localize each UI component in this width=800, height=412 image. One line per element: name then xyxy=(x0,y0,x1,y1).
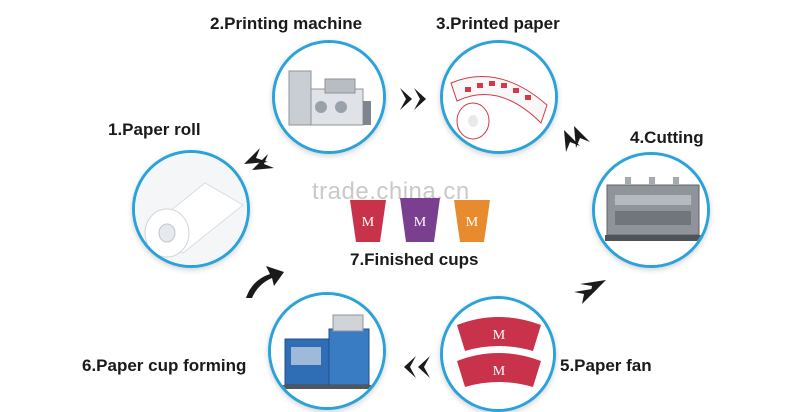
finished-cups-image: M M M xyxy=(350,198,490,242)
arrow-printing-to-printed-icon xyxy=(400,88,426,110)
arrow-printed-to-cutting-icon xyxy=(564,126,590,152)
paper-roll-image xyxy=(132,150,250,268)
label-cutting: 4.Cutting xyxy=(630,128,704,147)
label-paper-roll: 1.Paper roll xyxy=(108,120,201,139)
cup-forming-machine-image xyxy=(268,292,386,410)
arrow-cutting-to-fan-icon xyxy=(574,280,606,304)
label-paper-cup-forming: 6.Paper cup forming xyxy=(82,356,247,375)
cutting-machine-image xyxy=(592,152,710,268)
cup-purple: M xyxy=(400,198,440,242)
paper-fan-image: M M xyxy=(440,296,556,412)
label-paper-fan: 5.Paper fan xyxy=(560,356,652,375)
arrow-forming-to-finished-icon xyxy=(246,266,284,298)
svg-text:M: M xyxy=(362,215,375,230)
arrow-fan-to-forming-icon xyxy=(404,356,430,378)
label-printing-machine: 2.Printing machine xyxy=(210,14,363,33)
svg-text:M: M xyxy=(466,215,479,230)
printed-paper-image xyxy=(440,40,558,154)
arrow-roll-to-printing-icon xyxy=(244,148,274,170)
svg-text:M: M xyxy=(414,215,427,230)
label-printed-paper: 3.Printed paper xyxy=(436,14,560,33)
svg-text:M: M xyxy=(493,328,506,343)
cup-red: M xyxy=(350,200,386,242)
cup-orange: M xyxy=(454,200,490,242)
label-finished-cups: 7.Finished cups xyxy=(350,250,479,269)
printing-machine-image xyxy=(272,40,386,154)
svg-text:M: M xyxy=(493,364,506,379)
watermark: trade.china.cn xyxy=(312,178,470,205)
